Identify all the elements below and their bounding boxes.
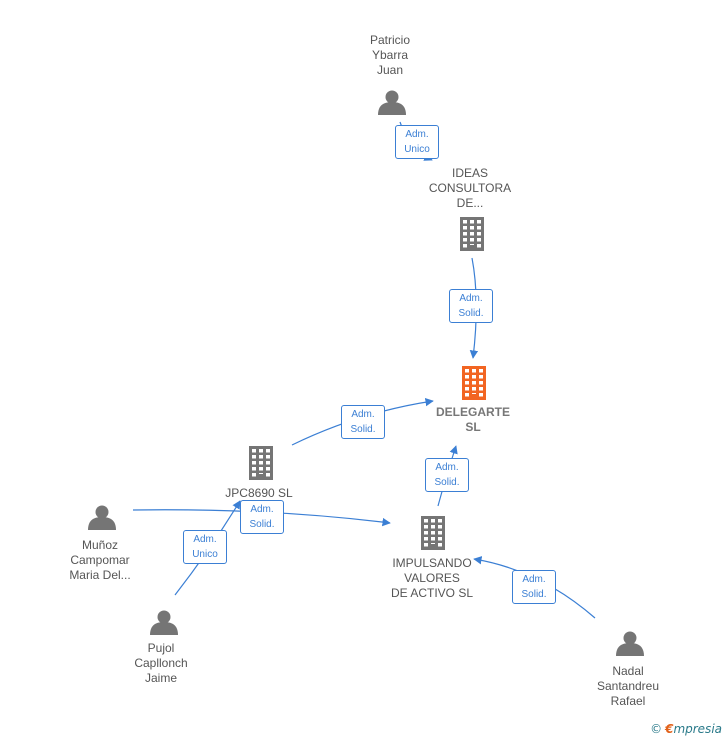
brand-footer: ©€mpresia [650,722,722,736]
brand-logo-e: € [665,722,674,736]
edge-label-impulsando-delegarte: Adm. Solid. [425,458,469,492]
edge-label-pujol-jpc: Adm. Unico [183,530,227,564]
edge-label-munoz-impulsando: Adm. Solid. [240,500,284,534]
person-icon-munoz[interactable] [88,505,116,531]
person-icon-pujol[interactable] [150,610,178,636]
edge-label-patricio-ideas: Adm. Unico [395,125,439,159]
person-icon-patricio[interactable] [378,90,406,116]
edge-label-ideas-delegarte: Adm. Solid. [449,289,493,323]
edge-label-nadal-impulsando: Adm. Solid. [512,570,556,604]
node-label-nadal[interactable]: Nadal Santandreu Rafael [596,664,660,708]
node-label-pujol[interactable]: Pujol Capllonch Jaime [134,641,188,685]
building-icon-impulsando[interactable] [421,516,445,550]
node-label-patricio[interactable]: Patricio Ybarra Juan [369,33,410,77]
copyright-symbol: © [650,722,663,736]
node-label-delegarte[interactable]: DELEGARTE SL [435,405,510,434]
building-icon-delegarte[interactable] [462,366,486,400]
building-icon-ideas[interactable] [460,217,484,251]
building-icon-jpc[interactable] [249,446,273,480]
node-label-impulsando[interactable]: IMPULSANDO VALORES DE ACTIVO SL [390,556,474,600]
brand-logo-text: mpresia [673,722,722,736]
node-label-jpc[interactable]: JPC8690 SL [225,486,293,500]
node-label-ideas[interactable]: IDEAS CONSULTORA DE... [428,166,512,210]
person-icon-nadal[interactable] [616,631,644,657]
node-label-munoz[interactable]: Muñoz Campomar Maria Del... [69,538,131,582]
edge-label-jpc-delegarte: Adm. Solid. [341,405,385,439]
